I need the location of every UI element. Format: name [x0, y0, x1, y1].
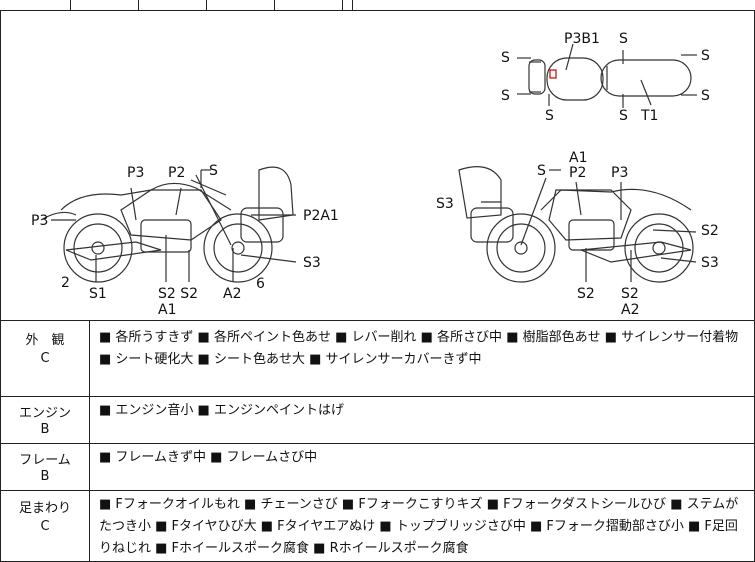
label-T1: T1	[640, 108, 658, 124]
label-S2: S2	[577, 286, 595, 302]
strip-cell	[70, 0, 139, 10]
label-P3: P3	[127, 165, 144, 181]
top-table-strip	[0, 0, 755, 11]
label-S2-S2: S2 S2	[158, 286, 198, 302]
label-A1: A1	[158, 302, 176, 318]
row-grade: C	[40, 351, 50, 366]
label-A2: A2	[223, 286, 241, 302]
label-S: S	[701, 88, 710, 104]
label-S: S	[619, 108, 628, 124]
row-grade: B	[40, 469, 50, 484]
label-P3: P3	[611, 165, 628, 181]
label-S: S	[701, 48, 710, 64]
row-category: エンジン	[18, 406, 71, 421]
label-S: S	[537, 163, 546, 179]
row-name-cell: 外 観 C	[1, 321, 90, 396]
strip-cell	[274, 0, 343, 10]
label-S3: S3	[436, 196, 454, 212]
strip-cell	[138, 0, 207, 10]
label-S3: S3	[303, 255, 321, 271]
top-view-motorcycle	[528, 57, 692, 101]
row-description: ■ エンジン音小 ■ エンジンペイントはげ	[99, 403, 344, 418]
motorcycle-diagram: P3B1 S S S S S S S T1 P3 P2 S P3 P2A1 S3…	[31, 31, 719, 318]
row-grade: C	[40, 519, 50, 534]
leader-lines	[51, 43, 697, 282]
label-2: 2	[61, 275, 70, 291]
label-A2: A2	[621, 302, 639, 318]
label-P2A1: P2A1	[303, 208, 339, 224]
label-A1: A1	[569, 150, 587, 166]
label-P3: P3	[31, 213, 48, 229]
row-description: ■ フレームきず中 ■ フレームさび中	[99, 450, 318, 465]
row-name-cell: エンジン B	[1, 397, 90, 443]
row-description: ■ Fフォークオイルもれ ■ チェーンさび ■ Fフォークこすりキズ ■ Fフォ…	[99, 497, 739, 556]
label-S: S	[209, 163, 218, 179]
label-S: S	[619, 31, 628, 47]
label-S: S	[545, 108, 554, 124]
label-P3B1: P3B1	[564, 31, 600, 47]
label-P2: P2	[168, 165, 185, 181]
label-S2: S2	[701, 223, 719, 239]
right-side-motorcycle	[458, 166, 694, 283]
left-side-motorcycle	[40, 166, 294, 283]
strip-cell	[206, 0, 275, 10]
strip-cell	[0, 0, 71, 10]
condition-row-exterior: 外 観 C ■ 各所うすきず ■ 各所ペイント色あせ ■ レバー削れ ■ 各所さ…	[0, 321, 755, 397]
condition-row-frame: フレーム B ■ フレームきず中 ■ フレームさび中	[0, 444, 755, 491]
row-name-cell: フレーム B	[1, 444, 90, 490]
row-category: 足まわり	[18, 501, 71, 516]
label-S: S	[501, 50, 510, 66]
label-S2: S2	[621, 286, 639, 302]
strip-cell	[342, 0, 353, 10]
condition-row-engine: エンジン B ■ エンジン音小 ■ エンジンペイントはげ	[0, 397, 755, 444]
label-S1: S1	[89, 286, 107, 302]
condition-row-suspension: 足まわり C ■ Fフォークオイルもれ ■ チェーンさび ■ Fフォークこすりキ…	[0, 491, 755, 562]
row-category: 外 観	[25, 333, 65, 348]
label-S: S	[501, 88, 510, 104]
label-S3: S3	[701, 255, 719, 271]
row-description: ■ 各所うすきず ■ 各所ペイント色あせ ■ レバー削れ ■ 各所さび中 ■ 樹…	[99, 330, 739, 367]
label-6: 6	[256, 276, 265, 292]
damage-diagram-panel: P3B1 S S S S S S S T1 P3 P2 S P3 P2A1 S3…	[0, 10, 755, 321]
label-P2: P2	[569, 165, 586, 181]
row-name-cell: 足まわり C	[1, 491, 90, 561]
row-category: フレーム	[19, 453, 71, 468]
row-grade: B	[40, 422, 50, 437]
